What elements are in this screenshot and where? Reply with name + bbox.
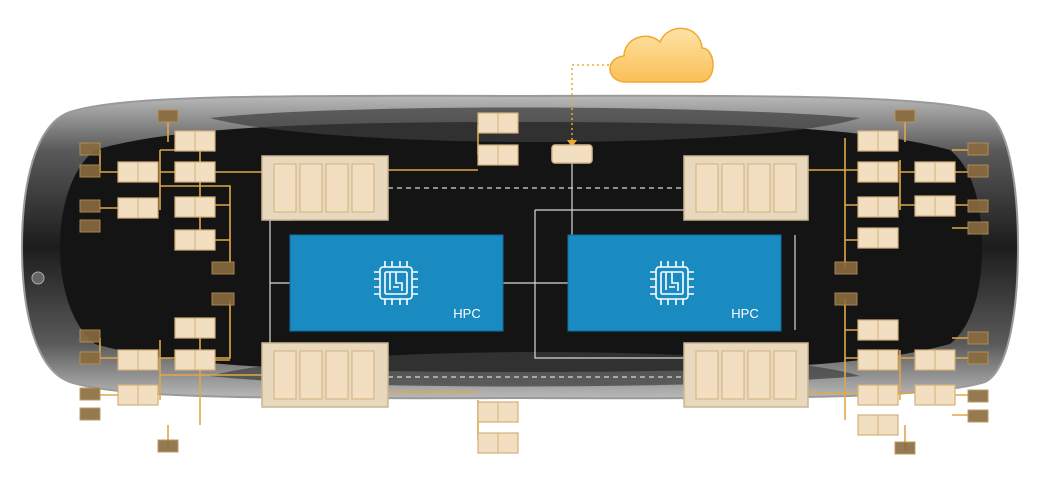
ecu-slot — [721, 163, 745, 213]
sensor-node — [967, 142, 989, 156]
sensor-node — [967, 389, 989, 403]
sensor-node — [834, 261, 858, 275]
zonal-controller-front-left — [261, 155, 389, 221]
ecu-divider — [877, 320, 936, 435]
ecu-slot — [299, 350, 323, 400]
cloud-icon — [609, 27, 714, 83]
hpc-label: HPC — [453, 306, 480, 321]
ecu-slot — [695, 163, 719, 213]
wire — [899, 160, 915, 210]
ecu-slot — [747, 350, 771, 400]
ecu-slot — [351, 350, 375, 400]
sensor-node — [967, 409, 989, 423]
sensor-node — [211, 261, 235, 275]
cloud-link-dotted — [571, 64, 612, 145]
sensor-node — [834, 292, 858, 306]
ecu-slot — [273, 350, 297, 400]
ecu-slot — [351, 163, 375, 213]
sensor-node — [967, 331, 989, 345]
sensor-node — [79, 407, 101, 421]
ecu-slot — [325, 163, 349, 213]
sensor-nodes — [79, 109, 989, 455]
car-windshield-top — [210, 107, 860, 142]
zonal-controller-rear-left — [261, 342, 389, 408]
zonal-controller-front-right — [683, 155, 809, 221]
sensor-node — [894, 109, 916, 123]
sensor-node — [967, 221, 989, 235]
wire — [899, 350, 915, 400]
ecu-slot — [747, 163, 771, 213]
hpc-unit-right: HPC — [567, 234, 782, 332]
sensor-node — [79, 351, 101, 365]
sensor-node — [79, 329, 101, 343]
hpc-label: HPC — [731, 306, 758, 321]
hpc-unit-left: HPC — [289, 234, 504, 332]
car-emblem — [31, 271, 45, 285]
zonal-controller-rear-right — [683, 342, 809, 408]
processor-chip-icon — [374, 261, 418, 305]
sensor-node — [211, 292, 235, 306]
sensor-node — [967, 351, 989, 365]
ecu-divider — [137, 113, 499, 250]
ecu-slot — [273, 163, 297, 213]
sensor-node — [79, 164, 101, 178]
wire — [952, 149, 968, 229]
backbone-network — [269, 163, 796, 378]
sensor-node — [967, 199, 989, 213]
sensor-node — [79, 199, 101, 213]
sensor-node — [157, 439, 179, 453]
sensor-node — [79, 387, 101, 401]
ecu-slot — [721, 350, 745, 400]
processor-chip-icon — [650, 261, 694, 305]
ecu-divider — [877, 131, 936, 248]
wire — [160, 185, 231, 262]
ecu-slot — [695, 350, 719, 400]
sensor-node — [967, 164, 989, 178]
ecu-slot — [773, 350, 797, 400]
ecu-dividers — [137, 113, 936, 453]
cloud-link-arrow — [567, 140, 577, 147]
wire — [952, 337, 968, 416]
ecu-divider — [137, 318, 499, 453]
wire — [159, 149, 175, 210]
ecu-slot — [773, 163, 797, 213]
cloud-connection — [567, 27, 714, 147]
gateway-module — [551, 144, 593, 164]
sensor-node — [79, 142, 101, 156]
sensor-node — [894, 441, 916, 455]
ecu-slot — [299, 163, 323, 213]
sensor-node — [79, 219, 101, 233]
ecu-slot — [325, 350, 349, 400]
sensor-node — [157, 109, 179, 123]
zonal-controllers — [261, 155, 809, 408]
